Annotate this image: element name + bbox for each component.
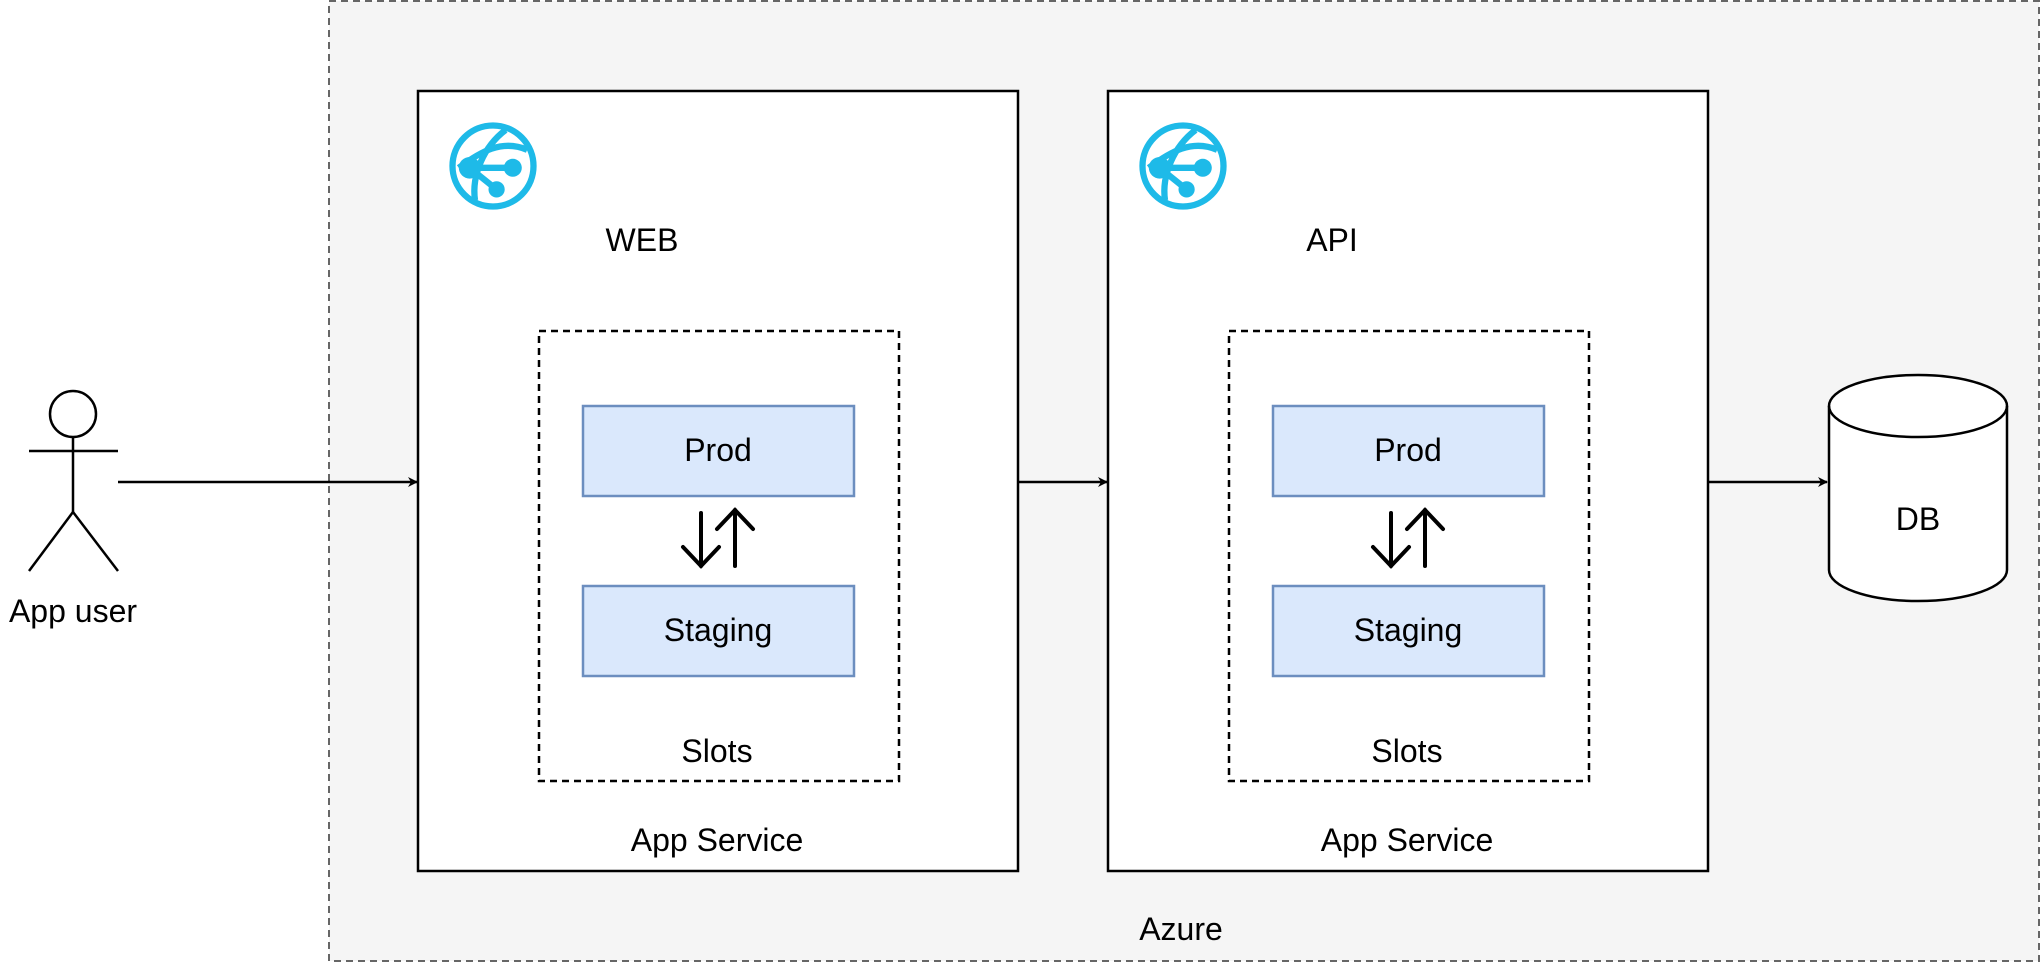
- web-slots-group: Prod Staging Slots: [537, 329, 901, 783]
- api-footer: App Service: [1321, 822, 1494, 858]
- api-staging-slot: [1271, 584, 1546, 678]
- api-staging-label: Staging: [1354, 612, 1463, 648]
- swap-arrows-icon: [681, 507, 755, 569]
- web-prod-label: Prod: [684, 432, 752, 468]
- app-user-actor: App user: [9, 389, 137, 629]
- azure-app-service-icon: [453, 126, 534, 207]
- web-slots-label: Slots: [681, 733, 752, 769]
- api-name: API: [1306, 222, 1358, 258]
- api-prod-slot: [1271, 404, 1546, 498]
- api-prod-label: Prod: [1374, 432, 1442, 468]
- web-name: WEB: [606, 222, 679, 258]
- person-icon: [27, 389, 119, 572]
- web-footer: App Service: [631, 822, 804, 858]
- db-label: DB: [1896, 501, 1940, 537]
- database-cylinder: DB: [1827, 373, 2009, 603]
- azure-label: Azure: [1139, 911, 1223, 947]
- web-prod-slot: [581, 404, 856, 498]
- api-slots-label: Slots: [1371, 733, 1442, 769]
- web-staging-slot: [581, 584, 856, 678]
- api-app-service: API Prod Staging Slots App Service: [1106, 89, 1710, 873]
- api-slots-group: Prod Staging Slots: [1227, 329, 1591, 783]
- swap-arrows-icon: [1371, 507, 1445, 569]
- web-app-service: WEB Prod Staging Slots App Service: [416, 89, 1020, 873]
- web-staging-label: Staging: [664, 612, 773, 648]
- azure-app-service-icon: [1143, 126, 1224, 207]
- app-user-label: App user: [9, 593, 137, 629]
